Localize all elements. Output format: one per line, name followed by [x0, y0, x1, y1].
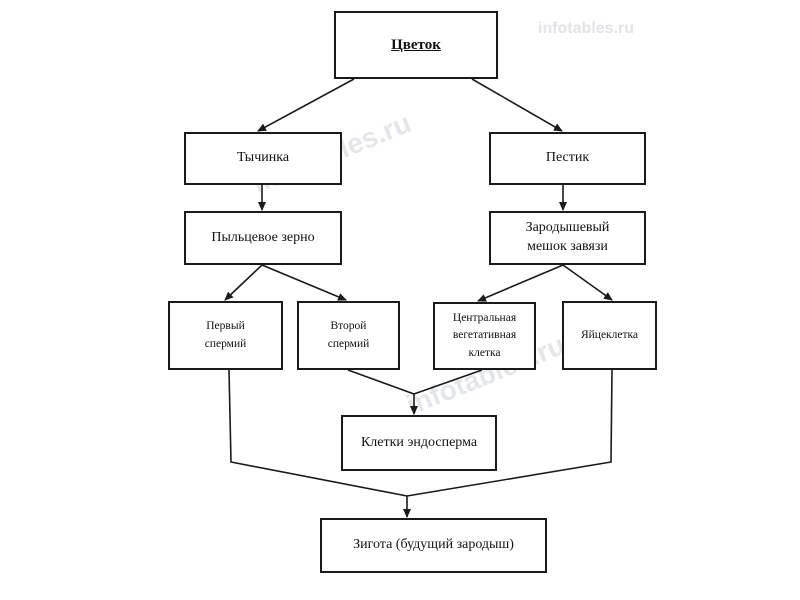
node-central-cell-line1: Центральная	[452, 312, 517, 325]
node-stamen: Тычинка	[184, 132, 342, 185]
node-pistil-label: Пестик	[545, 150, 590, 166]
edge-sperm2-endosperm	[347, 369, 415, 395]
edge-embryosac-egg	[562, 264, 613, 301]
node-first-sperm-line2: спермий	[204, 337, 247, 350]
node-zygote-label: Зигота (будущий зародыш)	[353, 537, 514, 553]
node-pollen-grain: Пыльцевое зерно	[184, 211, 342, 265]
node-central-cell-line2: вегетативная	[452, 329, 517, 342]
node-egg-cell: Яйцеклетка	[562, 301, 657, 370]
node-zygote: Зигота (будущий зародыш)	[320, 518, 547, 573]
edge-flower-stamen	[257, 78, 355, 132]
node-embryo-sac-line1: Зародышевый	[525, 220, 610, 236]
edge-egg-zygote	[406, 369, 613, 497]
node-central-cell: Центральная вегетативная клетка	[433, 302, 536, 370]
edge-central-endosperm	[413, 369, 483, 395]
node-pollen-label: Пыльцевое зерно	[211, 229, 315, 245]
node-second-sperm-line1: Второй	[330, 319, 367, 332]
edge-sperm1-zygote	[228, 369, 408, 497]
node-embryo-sac-line2: мешок завязи	[527, 239, 608, 254]
node-flower: Цветок	[334, 11, 498, 79]
node-first-sperm-line1: Первый	[206, 319, 245, 332]
node-embryo-sac: Зародышевый мешок завязи	[489, 211, 646, 265]
node-pistil: Пестик	[489, 132, 646, 185]
node-central-cell-line3: клетка	[468, 346, 501, 359]
node-second-sperm-line2: спермий	[327, 337, 370, 350]
node-endosperm-label: Клетки эндосперма	[360, 434, 478, 450]
edge-flower-pistil	[471, 78, 563, 132]
node-egg-cell-label: Яйцеклетка	[580, 328, 639, 341]
node-first-sperm: Первый спермий	[168, 301, 283, 370]
node-stamen-label: Тычинка	[236, 150, 290, 166]
node-endosperm-cells: Клетки эндосперма	[341, 415, 497, 471]
node-second-sperm: Второй спермий	[297, 301, 400, 370]
edge-pollen-sperm2	[261, 264, 347, 301]
node-flower-label: Цветок	[391, 36, 441, 53]
edge-embryosac-central	[477, 264, 564, 302]
edge-pollen-sperm1	[224, 264, 263, 301]
